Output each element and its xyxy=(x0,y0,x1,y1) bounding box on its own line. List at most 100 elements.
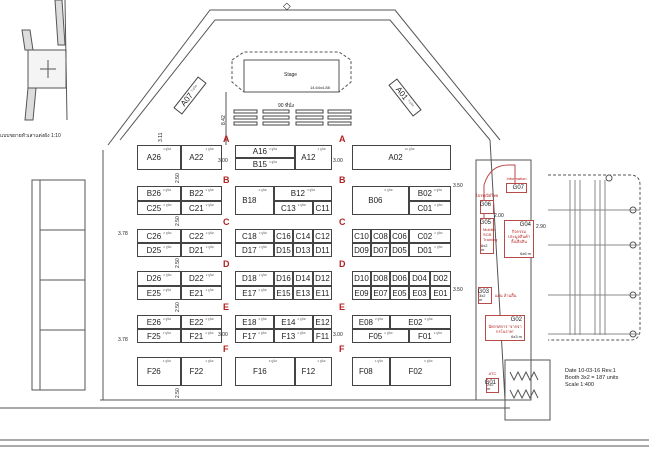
booth-d04[interactable]: D04 xyxy=(409,271,430,286)
booth-e15[interactable]: E15 xyxy=(274,286,293,300)
booth-d11[interactable]: D11 xyxy=(313,243,332,257)
aisle-marker-b: B xyxy=(339,175,346,185)
booth-d06[interactable]: D06 xyxy=(390,271,409,286)
booth-e12[interactable]: E12 xyxy=(313,315,332,329)
booth-e11[interactable]: E11 xyxy=(313,286,332,300)
booth-e05[interactable]: E05 xyxy=(390,286,409,300)
booth-e07[interactable]: E07 xyxy=(371,286,390,300)
booth-d09[interactable]: D09 xyxy=(352,243,371,257)
booth-c08[interactable]: C08 xyxy=(371,229,390,243)
booth-c06[interactable]: C06 xyxy=(390,229,409,243)
booth-d12[interactable]: D12 xyxy=(313,271,332,286)
booth-c11[interactable]: C11 xyxy=(313,201,332,215)
booth-e01[interactable]: E01 xyxy=(430,286,451,300)
booth-c12[interactable]: C12 xyxy=(313,229,332,243)
booth-c10[interactable]: C10 xyxy=(352,229,371,243)
booth-id: B06 xyxy=(368,196,383,205)
booth-e03[interactable]: E03 xyxy=(409,286,430,300)
booth-f11[interactable]: F11 xyxy=(313,329,332,343)
booth-d05[interactable]: D05 xyxy=(390,243,409,257)
booth-d13[interactable]: D13 xyxy=(293,243,313,257)
booth-id: F26 xyxy=(146,367,161,376)
booth-id: C01 xyxy=(417,203,433,213)
note-scale: Scale 1:400 xyxy=(565,382,595,388)
booth-d16[interactable]: D16 xyxy=(274,271,293,286)
booth-id: C12 xyxy=(315,231,330,241)
booth-e13[interactable]: E13 xyxy=(293,286,313,300)
booth-c14[interactable]: C14 xyxy=(293,229,313,243)
booth-d07[interactable]: D07 xyxy=(371,243,390,257)
booth-id: C14 xyxy=(295,231,311,241)
booth-id: B22 xyxy=(189,189,204,198)
booth-c16[interactable]: C16 xyxy=(274,229,293,243)
booth-d10[interactable]: D10 xyxy=(352,271,371,286)
booth-d02[interactable]: D02 xyxy=(430,271,451,286)
booth-units: 4 ยูนิต xyxy=(162,147,172,151)
plan-notes: Date 10-03-16 Rev.1 Booth 3x2 = 187 unit… xyxy=(565,368,618,389)
booth-d15[interactable]: D15 xyxy=(274,243,293,257)
booth-e09[interactable]: E09 xyxy=(352,286,371,300)
booth-id: E13 xyxy=(295,288,311,298)
booth-d14[interactable]: D14 xyxy=(293,271,313,286)
booth-id: D10 xyxy=(354,274,369,283)
dimension-label: 8.42 xyxy=(221,115,227,125)
booth-id: D21 xyxy=(189,245,204,255)
booth-d08[interactable]: D08 xyxy=(371,271,390,286)
